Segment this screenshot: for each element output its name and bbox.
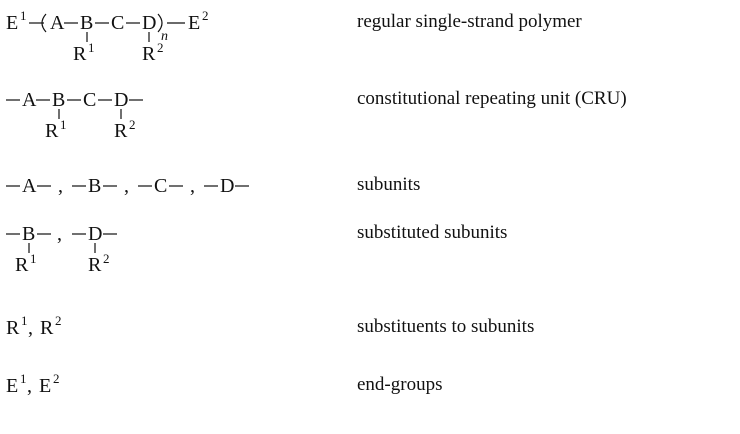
atom-c: C [83, 89, 96, 111]
repeat-count: n [161, 29, 168, 44]
substituent-1: R [15, 254, 29, 276]
substituent-1-sup: 1 [60, 117, 67, 132]
atom-d: D [114, 89, 128, 111]
substituent-2: R [114, 120, 128, 142]
atom-d: D [142, 12, 156, 34]
separator: , [58, 175, 63, 197]
row-cru: A B C D R 1 R 2 constitutional repeating… [0, 78, 740, 148]
row-substituted: B , D R 1 R 2 substituted subunits [0, 212, 740, 282]
substituent-2-sup: 2 [103, 251, 110, 266]
row-polymer: E 1 A B C D n E 2 R 1 R 2 regular single… [0, 0, 740, 70]
end-group-2: E [39, 375, 51, 397]
separator: , [27, 375, 32, 397]
substituent-2-sup: 2 [55, 313, 62, 328]
substituted-description: substituted subunits [357, 222, 508, 243]
separator: , [57, 223, 62, 245]
substituent-2-sup: 2 [157, 40, 164, 55]
atom-c: C [154, 175, 167, 197]
atom-b: B [80, 12, 93, 34]
end-group-1-sup: 1 [20, 371, 27, 386]
row-substituents: R 1 , R 2 substituents to subunits [0, 306, 740, 346]
subunits-formula: A , B , C , D [6, 175, 249, 197]
subunits-description: subunits [357, 174, 421, 195]
cru-description: constitutional repeating unit (CRU) [357, 88, 627, 109]
end-group-2-sup: 2 [202, 8, 209, 23]
substituent-1: R [73, 43, 87, 65]
substituent-1: R [6, 317, 20, 339]
row-endgroups: E 1 , E 2 end-groups [0, 364, 740, 404]
end-group-1: E [6, 375, 18, 397]
end-group-2: E [188, 12, 200, 34]
atom-b: B [52, 89, 65, 111]
polymer-formula: E 1 A B C D n E 2 R 1 R 2 [6, 8, 209, 65]
polymer-description: regular single-strand polymer [357, 11, 582, 32]
substituent-1: R [45, 120, 59, 142]
substituent-2: R [40, 317, 54, 339]
atom-a: A [22, 89, 37, 111]
separator: , [28, 317, 33, 339]
row-subunits: A , B , C , D subunits [0, 164, 740, 204]
repeat-bracket-open [41, 13, 47, 33]
substituent-1-sup: 1 [88, 40, 95, 55]
substituents-description: substituents to subunits [357, 316, 535, 337]
substituent-2-sup: 2 [129, 117, 136, 132]
substituent-1-sup: 1 [30, 251, 37, 266]
end-group-1-sup: 1 [20, 8, 27, 23]
atom-c: C [111, 12, 124, 34]
cru-formula: A B C D R 1 R 2 [6, 89, 143, 142]
substituent-2: R [88, 254, 102, 276]
atom-b: B [88, 175, 101, 197]
end-group-2-sup: 2 [53, 371, 60, 386]
separator: , [190, 175, 195, 197]
endgroups-description: end-groups [357, 374, 443, 395]
repeat-bracket-close [157, 13, 163, 33]
end-group-1: E [6, 12, 18, 34]
atom-d: D [220, 175, 234, 197]
substituents-formula: R 1 , R 2 [6, 313, 62, 339]
atom-b: B [22, 223, 35, 245]
substituent-2: R [142, 43, 156, 65]
substituted-formula: B , D R 1 R 2 [6, 223, 117, 276]
atom-a: A [50, 12, 65, 34]
atom-a: A [22, 175, 37, 197]
separator: , [124, 175, 129, 197]
endgroups-formula: E 1 , E 2 [6, 371, 60, 397]
atom-d: D [88, 223, 102, 245]
substituent-1-sup: 1 [21, 313, 28, 328]
